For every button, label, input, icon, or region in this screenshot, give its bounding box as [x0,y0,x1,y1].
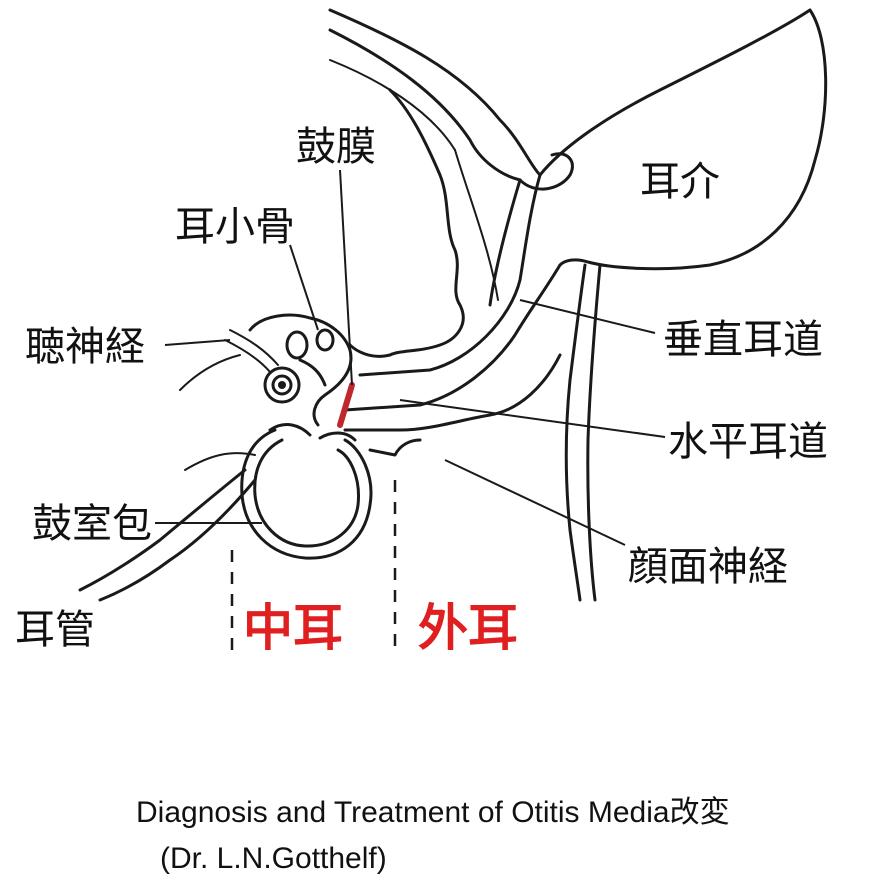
horizontal-canal-walls [343,263,602,602]
label-eustachian-tube: 耳管 [15,607,95,653]
cochlea-spiral [263,366,301,404]
skull-outline [328,8,542,182]
label-middle-ear: 中耳 [243,599,343,657]
pinna-shape [518,8,828,271]
vertical-canal-walls [343,149,562,412]
label-outer-ear: 外耳 [418,599,518,657]
label-horizontal-ear-canal: 水平耳道 [668,419,828,465]
label-facial-nerve: 顔面神経 [628,544,788,590]
ossicles-shape [248,313,353,427]
eustachian-tube-lines [78,452,257,602]
caption-source: Diagnosis and Treatment of Otitis Media改… [136,796,730,829]
leader-facial-nerve [444,459,626,546]
leader-lines [155,169,666,546]
caption-author: (Dr. L.N.Gotthelf) [160,842,387,875]
leader-vertical-canal [519,299,656,334]
leader-ossicles [289,244,319,331]
leader-auditory-nerve [164,339,231,346]
label-pinna: 耳介 [640,159,720,205]
auditory-nerve-lines [179,329,279,391]
cartilage-outline [348,88,465,358]
leader-tympanic-membrane [339,169,353,386]
label-auditory-nerve: 聴神経 [25,324,145,370]
region-dividers [230,480,397,655]
leader-horizontal-canal [399,399,666,438]
tympanic-membrane-mark [337,382,355,428]
label-ossicles: 耳小骨 [175,204,295,250]
label-tympanic-membrane: 鼓膜 [296,124,376,170]
label-tympanic-bulla: 鼓室包 [32,501,152,547]
label-vertical-ear-canal: 垂直耳道 [663,317,823,363]
tympanic-bulla-shape [240,423,422,560]
